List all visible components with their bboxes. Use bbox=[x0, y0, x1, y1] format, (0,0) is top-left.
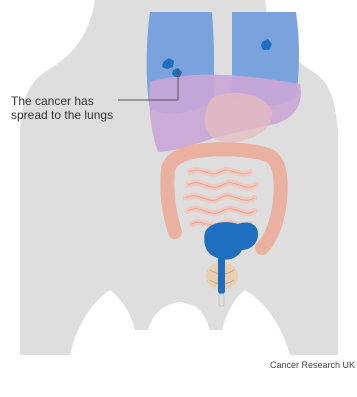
rectum bbox=[218, 256, 225, 294]
anal-canal bbox=[219, 294, 224, 306]
trachea bbox=[214, 12, 232, 82]
callout-label: The cancer has spread to the lungs bbox=[11, 94, 121, 122]
callout-line-1: The cancer has bbox=[11, 94, 121, 108]
callout-line-2: spread to the lungs bbox=[11, 108, 121, 122]
callout-dot bbox=[177, 71, 180, 74]
credit-text: Cancer Research UK bbox=[270, 360, 355, 370]
